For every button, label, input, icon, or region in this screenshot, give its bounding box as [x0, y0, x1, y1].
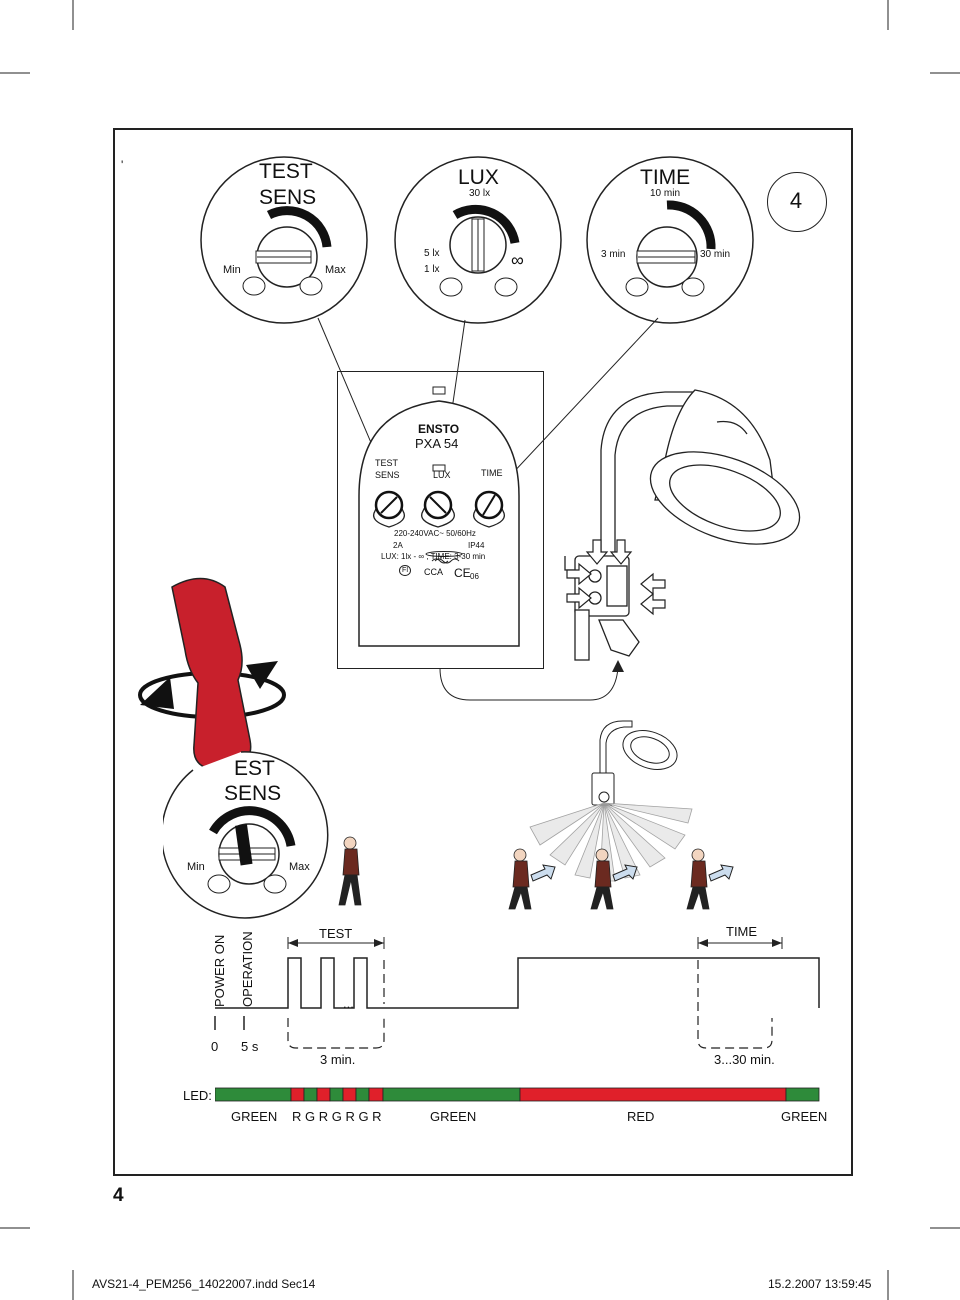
test-dial-title-1: TEST	[259, 160, 313, 183]
timing-ellipsis: ...	[343, 996, 354, 1011]
device-cert-06: 06	[470, 572, 479, 581]
step-number: 4	[789, 188, 803, 213]
led-segment-green	[355, 1087, 370, 1102]
led-segment-green	[303, 1087, 318, 1102]
led-segment-red	[519, 1087, 787, 1102]
led-red: RED	[627, 1109, 655, 1124]
test-sens-dial-drawing	[200, 156, 368, 324]
time-dial-max: 30 min	[700, 249, 731, 260]
big-dial-min: Min	[187, 861, 205, 873]
lux-dial-5lx: 5 lx	[424, 248, 440, 259]
device-spec-ip: IP44	[468, 541, 485, 550]
led-segment-green	[382, 1087, 521, 1102]
time-dial-title: TIME	[640, 166, 691, 189]
step-circle	[767, 172, 827, 232]
time-dial-value: 10 min	[650, 188, 681, 199]
led-segment-red	[342, 1087, 357, 1102]
big-test-dial-drawing	[163, 751, 329, 919]
stray-mark: '	[121, 158, 124, 172]
lux-dial-drawing	[394, 156, 562, 324]
test-dial-min: Min	[223, 264, 241, 276]
device-cert-ce: CE	[454, 566, 471, 580]
device-knob3-label: TIME	[481, 468, 503, 478]
led-segment-red	[316, 1087, 331, 1102]
led-segment-red	[290, 1087, 305, 1102]
led-segment-red	[368, 1087, 384, 1102]
timing-five-s: 5 s	[241, 1039, 259, 1054]
test-dial-max: Max	[325, 264, 346, 276]
lux-dial-value: 30 lx	[469, 188, 491, 199]
device-knob1-line1: TEST	[375, 458, 399, 468]
timing-range: 3...30 min.	[714, 1052, 775, 1067]
big-dial-max: Max	[289, 861, 310, 873]
wall-lamp-drawing	[564, 389, 801, 661]
walking-people	[338, 836, 734, 910]
footer-file: AVS21-4_PEM256_14022007.indd Sec14	[92, 1277, 316, 1291]
lux-dial-title: LUX	[458, 166, 499, 189]
device-knob2-label: LUX	[433, 470, 451, 480]
led-segment-green	[215, 1087, 292, 1102]
timing-test-label: TEST	[319, 926, 353, 941]
time-dial-drawing	[586, 156, 754, 324]
time-dial-min: 3 min	[601, 249, 626, 260]
detection-scene	[529, 720, 693, 882]
device-model: PXA 54	[415, 436, 459, 451]
device-housing	[358, 386, 520, 647]
led-green-3: GREEN	[781, 1109, 828, 1124]
device-spec-range: LUX: 1lx - ∞ , TIME: 3-30 min	[381, 552, 486, 561]
device-cert-cca: CCA	[424, 567, 444, 577]
big-dial-title-1: EST	[234, 757, 275, 780]
device-panel-frame	[337, 371, 544, 669]
device-spec-2a: 2A	[393, 541, 403, 550]
device-brand: ENSTO	[418, 422, 460, 436]
lux-dial-infinity: ∞	[511, 250, 524, 270]
figure-frame	[113, 128, 853, 1176]
device-spec-voltage: 220-240VAC~ 50/60Hz	[394, 529, 476, 538]
led-segment-green	[329, 1087, 344, 1102]
test-dial-title-2: SENS	[259, 186, 317, 209]
lux-dial-1lx: 1 lx	[424, 264, 440, 275]
led-green-1: GREEN	[231, 1109, 278, 1124]
led-rg-sequence: R G R G R G R	[292, 1109, 382, 1124]
big-dial-title-2: SENS	[224, 782, 282, 805]
timing-time-label: TIME	[726, 924, 758, 939]
footer-datetime: 15.2.2007 13:59:45	[768, 1277, 872, 1291]
device-cert-fi: FI	[399, 565, 412, 576]
timing-three-min: 3 min.	[320, 1052, 356, 1067]
led-green-2: GREEN	[430, 1109, 477, 1124]
timing-zero: 0	[211, 1039, 219, 1054]
led-segment-green	[785, 1087, 820, 1102]
led-label: LED:	[183, 1088, 212, 1103]
led-bar	[215, 1087, 820, 1102]
page-number: 4	[113, 1185, 124, 1206]
device-knob1-line2: SENS	[375, 470, 400, 480]
